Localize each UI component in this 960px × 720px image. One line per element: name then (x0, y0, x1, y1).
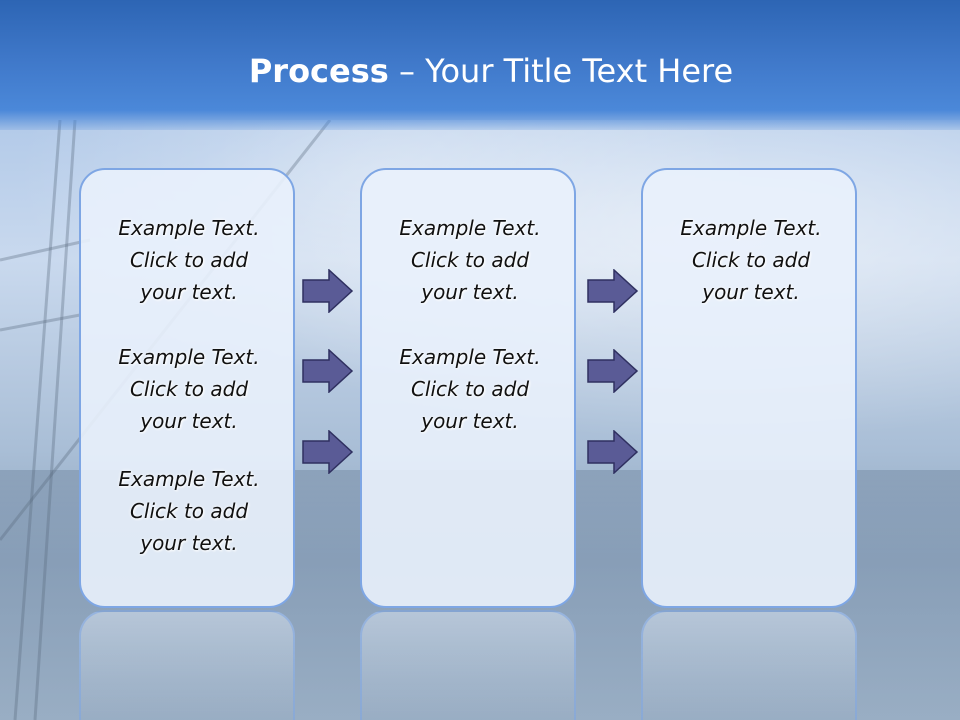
text-line: Click to add (410, 377, 530, 401)
text-line: Click to add (691, 248, 811, 272)
text-line: your text. (421, 280, 519, 304)
text-line: your text. (140, 409, 238, 433)
process-step-box-3[interactable]: Example Text. Click to add your text. (641, 168, 857, 608)
placeholder-text[interactable]: Example Text. Click to add your text. (81, 212, 297, 308)
title-rest-part: – Your Title Text Here (388, 52, 734, 90)
text-line: your text. (421, 409, 519, 433)
box-reflection (360, 610, 576, 720)
text-line: Example Text. (680, 216, 822, 240)
process-step-box-2[interactable]: Example Text. Click to add your text. Ex… (360, 168, 576, 608)
placeholder-text[interactable]: Example Text. Click to add your text. (362, 212, 578, 308)
right-arrow-icon[interactable] (302, 269, 354, 313)
text-line: Click to add (129, 377, 249, 401)
text-line: Click to add (129, 248, 249, 272)
placeholder-text[interactable]: Example Text. Click to add your text. (81, 463, 297, 559)
text-line: your text. (140, 531, 238, 555)
text-line: Example Text. (118, 467, 260, 491)
text-line: Example Text. (118, 345, 260, 369)
slide-title[interactable]: Process – Your Title Text Here (0, 52, 960, 90)
text-line: Example Text. (399, 345, 541, 369)
box-reflection (641, 610, 857, 720)
text-line: Example Text. (399, 216, 541, 240)
text-line: Click to add (410, 248, 530, 272)
process-step-box-1[interactable]: Example Text. Click to add your text. Ex… (79, 168, 295, 608)
placeholder-text[interactable]: Example Text. Click to add your text. (81, 341, 297, 437)
placeholder-text[interactable]: Example Text. Click to add your text. (643, 212, 859, 308)
title-bold-part: Process (248, 52, 389, 90)
text-line: your text. (140, 280, 238, 304)
right-arrow-icon[interactable] (302, 430, 354, 474)
text-line: Click to add (129, 499, 249, 523)
right-arrow-icon[interactable] (302, 349, 354, 393)
right-arrow-icon[interactable] (587, 430, 639, 474)
text-line: Example Text. (118, 216, 260, 240)
right-arrow-icon[interactable] (587, 349, 639, 393)
placeholder-text[interactable]: Example Text. Click to add your text. (362, 341, 578, 437)
text-line: your text. (702, 280, 800, 304)
box-reflection (79, 610, 295, 720)
title-banner (0, 0, 960, 130)
right-arrow-icon[interactable] (587, 269, 639, 313)
